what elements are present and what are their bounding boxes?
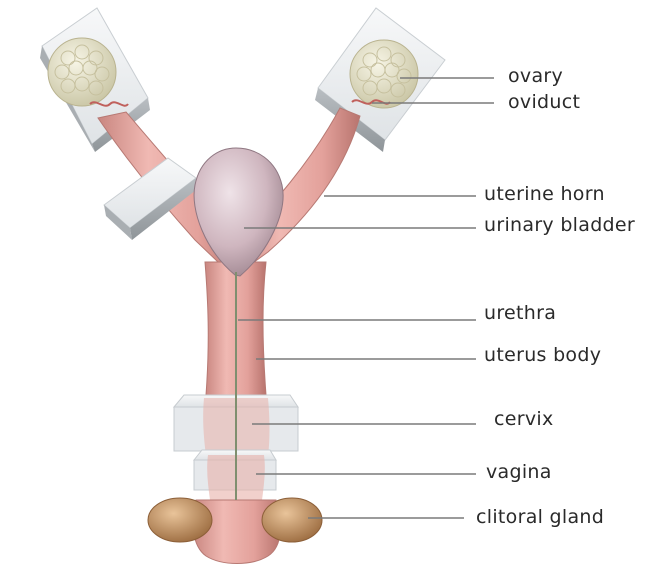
left-ovary (48, 38, 116, 106)
label-clitoral-gland: clitoral gland (476, 506, 604, 528)
right-clitoral-gland (262, 498, 322, 542)
urinary-bladder-shape (194, 148, 283, 276)
leader-lines (238, 78, 494, 518)
label-uterine-horn: uterine horn (484, 183, 605, 205)
label-oviduct: oviduct (508, 91, 580, 113)
label-uterus-body: uterus body (484, 344, 601, 366)
label-vagina: vagina (486, 461, 552, 483)
left-clitoral-gland (148, 498, 212, 542)
label-ovary: ovary (508, 65, 563, 87)
label-cervix: cervix (494, 408, 554, 430)
right-ovary (350, 40, 418, 108)
label-urethra: urethra (484, 302, 556, 324)
label-urinary-bladder: urinary bladder (484, 214, 635, 236)
